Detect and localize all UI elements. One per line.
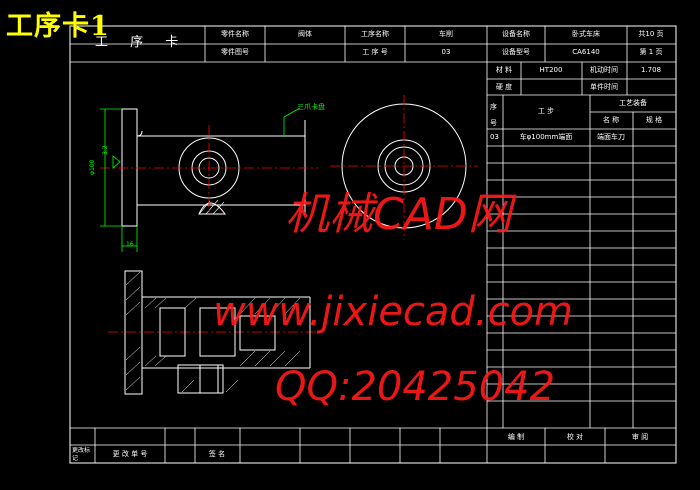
col-step-header: 工 步 <box>537 107 555 115</box>
hatch-small <box>199 199 225 215</box>
right-table-grid <box>486 62 676 428</box>
col-equipment-header: 工艺装备 <box>619 99 647 107</box>
footer-design-label: 编 制 <box>507 433 525 441</box>
unit-time-label: 单件时间 <box>590 83 618 91</box>
chuck-note: 三爪卡盘 <box>297 103 325 111</box>
col-spec-header: 规 格 <box>645 116 663 124</box>
hardness-label: 硬 度 <box>495 83 513 91</box>
footer-check-label: 校 对 <box>566 433 584 441</box>
col-name-header: 名 称 <box>602 116 620 124</box>
header-grid <box>70 26 676 63</box>
equip-name-value: 卧式车床 <box>572 30 600 38</box>
machine-time-label: 机动时间 <box>590 66 618 74</box>
process-no-label: 工 序 号 <box>362 48 388 56</box>
part-side-view <box>121 108 306 227</box>
footer-sign-label: 签 名 <box>208 450 226 458</box>
overlay-title: 工序卡1 <box>6 11 110 42</box>
col-seq-header: 序号 <box>490 103 497 127</box>
process-name-label: 工序名称 <box>361 30 389 38</box>
dim-diameter: φ100 <box>89 159 96 175</box>
equip-model-label: 设备型号 <box>502 48 530 56</box>
step-row-name: 端面车刀 <box>597 133 625 141</box>
page-number: 第 1 页 <box>639 48 663 56</box>
part-section-view <box>124 270 311 395</box>
card-title: 工 序 卡 <box>95 35 188 50</box>
watermark-line-2: www.jixiecad.com <box>213 289 573 335</box>
equip-model-value: CA6140 <box>572 48 600 56</box>
material-value: HT200 <box>539 66 563 74</box>
center-lines <box>100 95 478 333</box>
step-row-step: 车φ100mm端面 <box>519 133 573 141</box>
footer-grid <box>70 427 676 463</box>
part-name-label: 零件名称 <box>221 30 249 38</box>
machine-time-value: 1.708 <box>640 66 662 74</box>
footer-doc-label: 更 改 单 号 <box>112 450 148 458</box>
drawing-border <box>69 25 677 464</box>
section-hatching <box>125 271 301 393</box>
part-drawing-label: 零件图号 <box>221 48 249 56</box>
material-label: 材 料 <box>495 66 513 74</box>
total-pages: 共10 页 <box>638 30 664 38</box>
part-name-value: 阀体 <box>298 30 312 38</box>
watermark-line-1: 机械CAD网 <box>285 189 512 240</box>
process-no-value: 03 <box>441 48 451 56</box>
roughness-mark: 3.2 <box>102 145 109 155</box>
watermark-line-3: QQ:20425042 <box>275 364 556 410</box>
dim-thickness: 16 <box>126 241 134 248</box>
step-row-seq: 03 <box>490 133 499 141</box>
process-name-value: 车削 <box>439 30 453 38</box>
dimension-lines <box>100 107 301 252</box>
footer-review-label: 审 阅 <box>631 433 649 441</box>
equip-name-label: 设备名称 <box>502 30 530 38</box>
footer-change-label: 更改标记 <box>72 447 91 462</box>
